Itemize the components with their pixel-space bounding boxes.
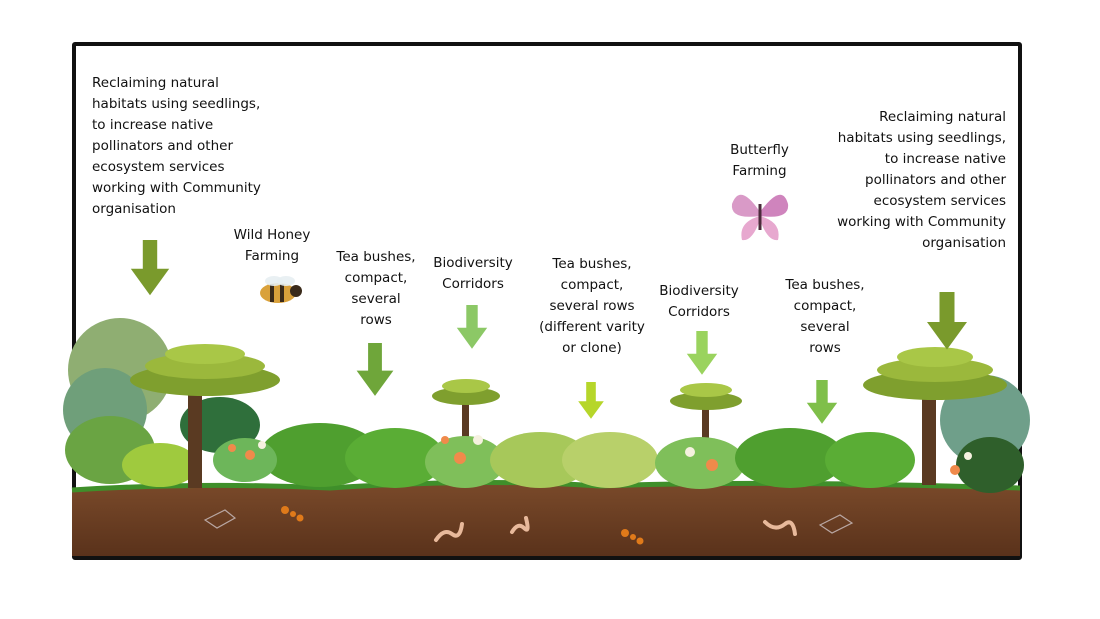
label-right-habitat: Reclaiming natural habitats using seedli… (837, 109, 1006, 251)
arrow-left-habitat (130, 240, 170, 296)
arrow-biodiv-2 (686, 331, 718, 375)
arrow-tea-3 (806, 380, 838, 424)
arrow-biodiv-1 (456, 305, 488, 349)
corridor-tree-1 (432, 379, 500, 445)
label-left-habitat: Reclaiming natural habitats using seedli… (92, 75, 261, 217)
ant-icon (281, 506, 644, 545)
label-biodiv-2: Biodiversity Corridors (659, 283, 739, 320)
butterfly-icon (731, 194, 789, 241)
label-butterfly: Butterfly Farming (730, 142, 789, 179)
arrow-tea-2 (578, 382, 604, 419)
corridor-tree-2 (670, 383, 742, 450)
ant-outline-icon (203, 509, 854, 534)
right-tree-cluster (863, 347, 1030, 493)
bee-icon (260, 276, 302, 303)
label-tea-2: Tea bushes, compact, several rows (diffe… (539, 256, 645, 356)
worm-icon (434, 516, 797, 542)
flowers (228, 435, 972, 475)
arrow-right-habitat (927, 292, 967, 350)
label-tea-3: Tea bushes, compact, several rows (785, 277, 865, 356)
soil-layer (71, 479, 1021, 556)
label-wild-honey: Wild Honey Farming (233, 227, 311, 264)
label-tea-1: Tea bushes, compact, several rows (336, 249, 416, 328)
tea-bush-rows (213, 423, 915, 489)
arrow-tea-1 (356, 343, 394, 396)
label-biodiv-1: Biodiversity Corridors (433, 255, 513, 292)
